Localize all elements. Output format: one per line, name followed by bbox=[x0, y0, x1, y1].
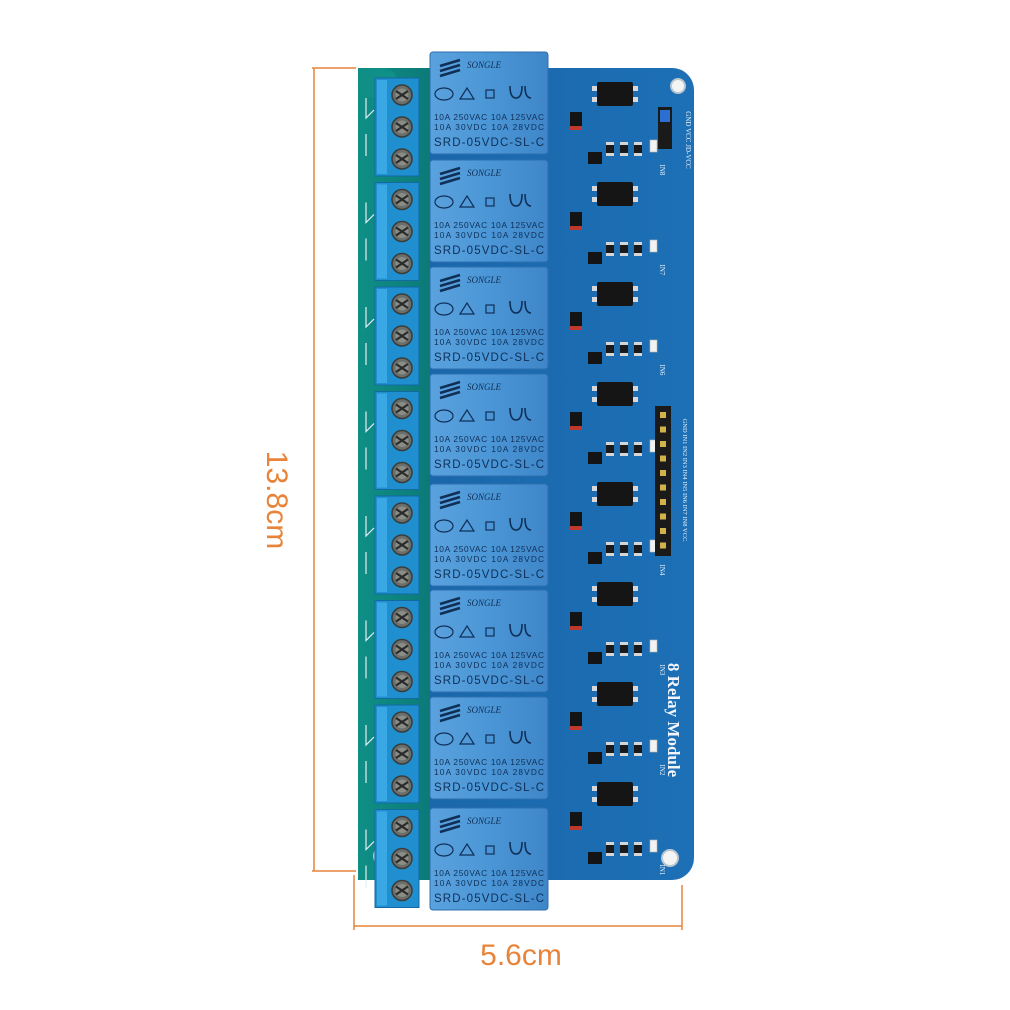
screw-terminal-block bbox=[365, 809, 420, 908]
relay-brand: SONGLE bbox=[467, 816, 502, 826]
input-label: IN1 bbox=[658, 865, 666, 876]
channel-components: IN3 bbox=[570, 582, 666, 676]
relay-model: SRD-05VDC-SL-C bbox=[434, 352, 544, 364]
relay-brand: SONGLE bbox=[467, 275, 502, 285]
channel-components: IN4 bbox=[570, 482, 666, 576]
relay-rating: 10A 250VAC 10A 125VAC bbox=[434, 757, 544, 767]
channel-components: IN6 bbox=[570, 282, 666, 376]
relay-rating: 10A 30VDC 10A 28VDC bbox=[434, 230, 544, 240]
input-label: IN3 bbox=[658, 665, 666, 676]
relay-rating: 10A 250VAC 10A 125VAC bbox=[434, 544, 544, 554]
relay-model: SRD-05VDC-SL-C bbox=[434, 245, 544, 257]
width-dimension-label: 5.6cm bbox=[480, 939, 562, 972]
screw-terminal-block bbox=[365, 600, 420, 699]
relay-rating: 10A 250VAC 10A 125VAC bbox=[434, 434, 544, 444]
input-label: IN2 bbox=[658, 765, 666, 776]
screw-terminal-block bbox=[365, 182, 420, 281]
relay-brand: SONGLE bbox=[467, 382, 502, 392]
relay-brand: SONGLE bbox=[467, 60, 502, 70]
relay-rating: 10A 30VDC 10A 28VDC bbox=[434, 878, 544, 888]
channel-components: IN2 bbox=[570, 682, 666, 776]
input-label: IN4 bbox=[658, 565, 666, 576]
relay-rating: 10A 30VDC 10A 28VDC bbox=[434, 444, 544, 454]
relay-model: SRD-05VDC-SL-C bbox=[434, 782, 544, 794]
screw-terminal-block bbox=[365, 77, 420, 177]
relay-rating: 10A 30VDC 10A 28VDC bbox=[434, 660, 544, 670]
relay-rating: 10A 30VDC 10A 28VDC bbox=[434, 554, 544, 564]
relay-rating: 10A 250VAC 10A 125VAC bbox=[434, 220, 544, 230]
channel-components: IN8 bbox=[570, 82, 666, 176]
channel-components: IN1 bbox=[570, 782, 666, 876]
jumper: GND VCC JD-VCC bbox=[658, 107, 692, 169]
relay-model: SRD-05VDC-SL-C bbox=[434, 675, 544, 687]
screw-terminal-blocks bbox=[365, 77, 420, 908]
channel-components: IN5 bbox=[570, 382, 666, 476]
input-label: IN7 bbox=[658, 265, 666, 276]
relay-model: SRD-05VDC-SL-C bbox=[434, 893, 544, 905]
height-dimension-label: 13.8cm bbox=[260, 450, 293, 550]
screw-terminal-block bbox=[365, 391, 420, 490]
relay-rating: 10A 250VAC 10A 125VAC bbox=[434, 868, 544, 878]
relay-model: SRD-05VDC-SL-C bbox=[434, 569, 544, 581]
screw-terminal-block bbox=[365, 704, 420, 804]
relay-brand: SONGLE bbox=[467, 598, 502, 608]
relay-model: SRD-05VDC-SL-C bbox=[434, 459, 544, 471]
jumper-labels: GND VCC JD-VCC bbox=[684, 111, 692, 169]
dimension-lines bbox=[312, 67, 683, 930]
input-label: IN8 bbox=[658, 165, 666, 176]
board-title: 8 Relay Module bbox=[664, 663, 683, 778]
channel-components: IN7 bbox=[570, 182, 666, 276]
pin-header: GND IN1 IN2 IN3 IN4 IN5 IN6 IN7 IN8 VCC bbox=[655, 406, 688, 556]
relay-brand: SONGLE bbox=[467, 705, 502, 715]
relay-model: SRD-05VDC-SL-C bbox=[434, 137, 544, 149]
relay-brand: SONGLE bbox=[467, 168, 502, 178]
relay-brand: SONGLE bbox=[467, 492, 502, 502]
relay-rating: 10A 250VAC 10A 125VAC bbox=[434, 112, 544, 122]
relay-rating: 10A 250VAC 10A 125VAC bbox=[434, 650, 544, 660]
screw-terminal-block bbox=[365, 495, 420, 595]
screw-terminal-block bbox=[365, 286, 420, 386]
relay-rating: 10A 30VDC 10A 28VDC bbox=[434, 767, 544, 777]
relay-rating: 10A 30VDC 10A 28VDC bbox=[434, 122, 544, 132]
relay-rating: 10A 30VDC 10A 28VDC bbox=[434, 337, 544, 347]
header-labels: GND IN1 IN2 IN3 IN4 IN5 IN6 IN7 IN8 VCC bbox=[681, 419, 688, 542]
smd-components: IN8IN7IN6IN5IN4IN3IN2IN1 bbox=[570, 82, 666, 876]
relay-rating: 10A 250VAC 10A 125VAC bbox=[434, 327, 544, 337]
input-label: IN6 bbox=[658, 365, 666, 376]
